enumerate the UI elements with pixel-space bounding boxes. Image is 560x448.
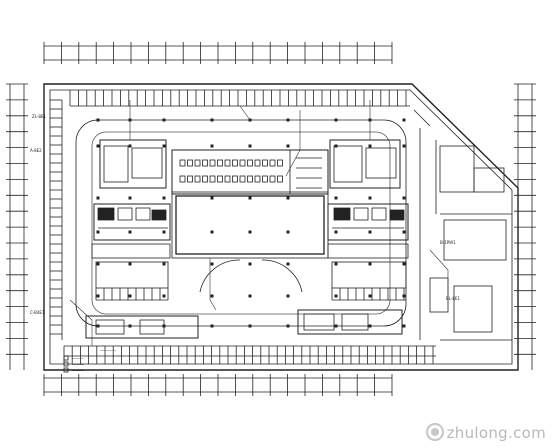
top-dimension-line (43, 42, 393, 64)
legend-line-2: ——— (72, 362, 84, 367)
top-parking-bays (69, 90, 410, 107)
left-parking-bays (50, 99, 63, 340)
road-inner-edge (91, 131, 391, 315)
left-dimension-line (6, 83, 28, 370)
label-b: B-1PW1 (440, 240, 456, 245)
watermark-text: zhulong.com (446, 424, 546, 442)
structural-columns (96, 118, 406, 328)
lower-parking-bays (95, 259, 407, 301)
internal-road-loop (75, 119, 407, 327)
legend: ——— ——— ——— ———— (63, 348, 116, 373)
label-bl: BL-8E1 (446, 296, 460, 301)
label-a: A-8E2 (30, 148, 42, 153)
bottom-dimension-line (43, 374, 393, 396)
drawing-labels: ZL-8E1 A-8E2 C-B4E1 B-1PW1 BL-8E1 (30, 114, 460, 315)
zhulong-logo-icon (425, 423, 444, 441)
building-inner-outline (49, 89, 513, 365)
label-c: C-B4E1 (30, 310, 45, 315)
left-core (91, 139, 171, 259)
bottom-service-rooms (63, 309, 436, 364)
central-hall (171, 149, 329, 259)
drawing-note: ———— (100, 348, 116, 353)
label-zl: ZL-8E1 (32, 114, 46, 119)
building-outline (43, 83, 519, 371)
right-wing-rooms (413, 109, 512, 341)
legend-line-1: ——— (72, 356, 84, 361)
cable-runs (69, 100, 449, 346)
right-core (327, 139, 409, 259)
watermark: zhulong.com (425, 423, 546, 442)
legend-line-3: ——— (72, 368, 84, 373)
